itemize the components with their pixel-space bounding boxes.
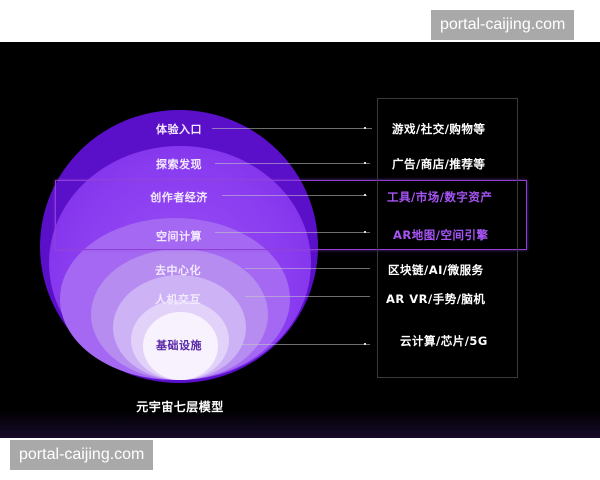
leader-line-1 [212,128,372,129]
leader-dot-4 [364,231,366,233]
layer-label-1: 体验入口 [156,123,202,136]
diagram-panel: 体验入口 探索发现 创作者经济 空间计算 去中心化 人机交互 基础设施 游戏/社… [0,42,600,438]
leader-dot-7 [364,343,366,345]
layer-label-3: 创作者经济 [150,191,208,204]
leader-line-2 [215,163,370,164]
leader-dot-3 [364,194,366,196]
leader-line-6 [245,296,370,297]
layer-label-7: 基础设施 [156,339,202,352]
example-label-7: 云计算/芯片/5G [400,334,488,348]
leader-line-7 [240,344,370,345]
example-label-5: 区块链/AI/微服务 [388,263,484,277]
leader-dot-1 [364,127,366,129]
watermark-top: portal-caijing.com [431,10,575,40]
example-label-3: 工具/市场/数字资产 [387,190,493,204]
layer-label-5: 去中心化 [155,264,201,277]
highlight-box [55,180,527,250]
leader-line-5 [245,268,370,269]
example-label-2: 广告/商店/推荐等 [392,157,486,171]
layer-label-4: 空间计算 [156,230,202,243]
layer-label-6: 人机交互 [155,293,201,306]
examples-box [377,98,518,378]
leader-dot-2 [364,162,366,164]
leader-line-4 [215,232,370,233]
example-label-1: 游戏/社交/购物等 [392,122,486,136]
example-label-6: AR VR/手势/脑机 [386,292,486,306]
example-label-4: AR地图/空间引擎 [393,228,489,242]
layer-label-2: 探索发现 [156,158,202,171]
watermark-bottom: portal-caijing.com [10,440,154,470]
leader-line-3 [222,195,367,196]
diagram-caption: 元宇宙七层模型 [136,400,224,414]
layer-ring-core [143,312,218,380]
